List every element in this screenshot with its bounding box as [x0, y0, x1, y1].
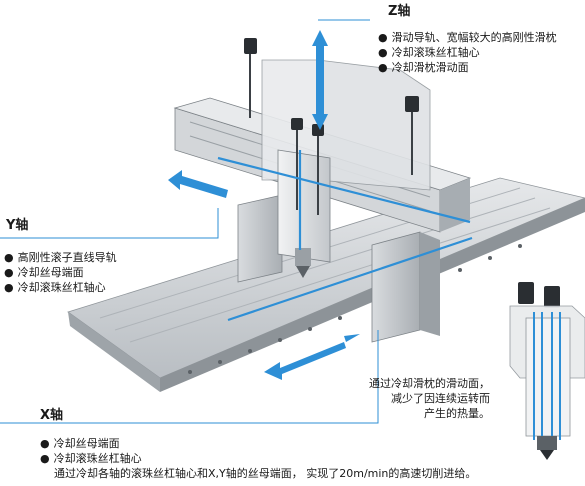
x-axis-feature-list: 冷却丝母端面 冷却滚珠丝杠轴心	[40, 436, 142, 466]
ram-detail-inset	[509, 282, 585, 460]
top-frame	[261, 59, 431, 191]
servo-motors	[244, 38, 419, 136]
list-item: 冷却滑枕滑动面	[378, 60, 557, 75]
ram-cooling-note: 通过冷却滑枕的滑动面， 减少了因连续运转而 产生的热量。	[340, 376, 490, 421]
note-line: 通过冷却滑枕的滑动面，	[369, 377, 490, 390]
z-axis-arrow	[312, 30, 328, 130]
list-item: 滑动导轨、宽幅较大的高刚性滑枕	[378, 30, 557, 45]
z-axis-feature-list: 滑动导轨、宽幅较大的高刚性滑枕 冷却滚珠丝杠轴心 冷却滑枕滑动面	[378, 30, 557, 75]
y-axis-feature-list: 高刚性滚子直线导轨 冷却丝母端面 冷却滚珠丝杠轴心	[4, 250, 117, 295]
z-axis-title: Z轴	[388, 4, 411, 19]
leader-lines	[0, 19, 379, 424]
x-axis-summary: 通过冷却各轴的滚珠丝杠轴心和X,Y轴的丝母端面， 实现了20m/min的高速切削…	[54, 467, 477, 480]
list-item: 冷却滚珠丝杠轴心	[40, 451, 142, 466]
cooling-paths	[217, 150, 473, 322]
list-item: 冷却滚珠丝杠轴心	[378, 45, 557, 60]
note-line: 产生的热量。	[424, 407, 490, 420]
list-item: 高刚性滚子直线导轨	[4, 250, 117, 265]
list-item: 冷却丝母端面	[4, 265, 117, 280]
ball-screws	[249, 52, 413, 215]
y-axis-arrow	[168, 170, 228, 198]
note-line: 减少了因连续运转而	[391, 392, 490, 405]
y-axis-title: Y轴	[6, 218, 29, 233]
x-axis-arrow	[264, 334, 360, 380]
list-item: 冷却丝母端面	[40, 436, 142, 451]
x-axis-title: X轴	[40, 408, 64, 423]
list-item: 冷却滚珠丝杠轴心	[4, 280, 117, 295]
